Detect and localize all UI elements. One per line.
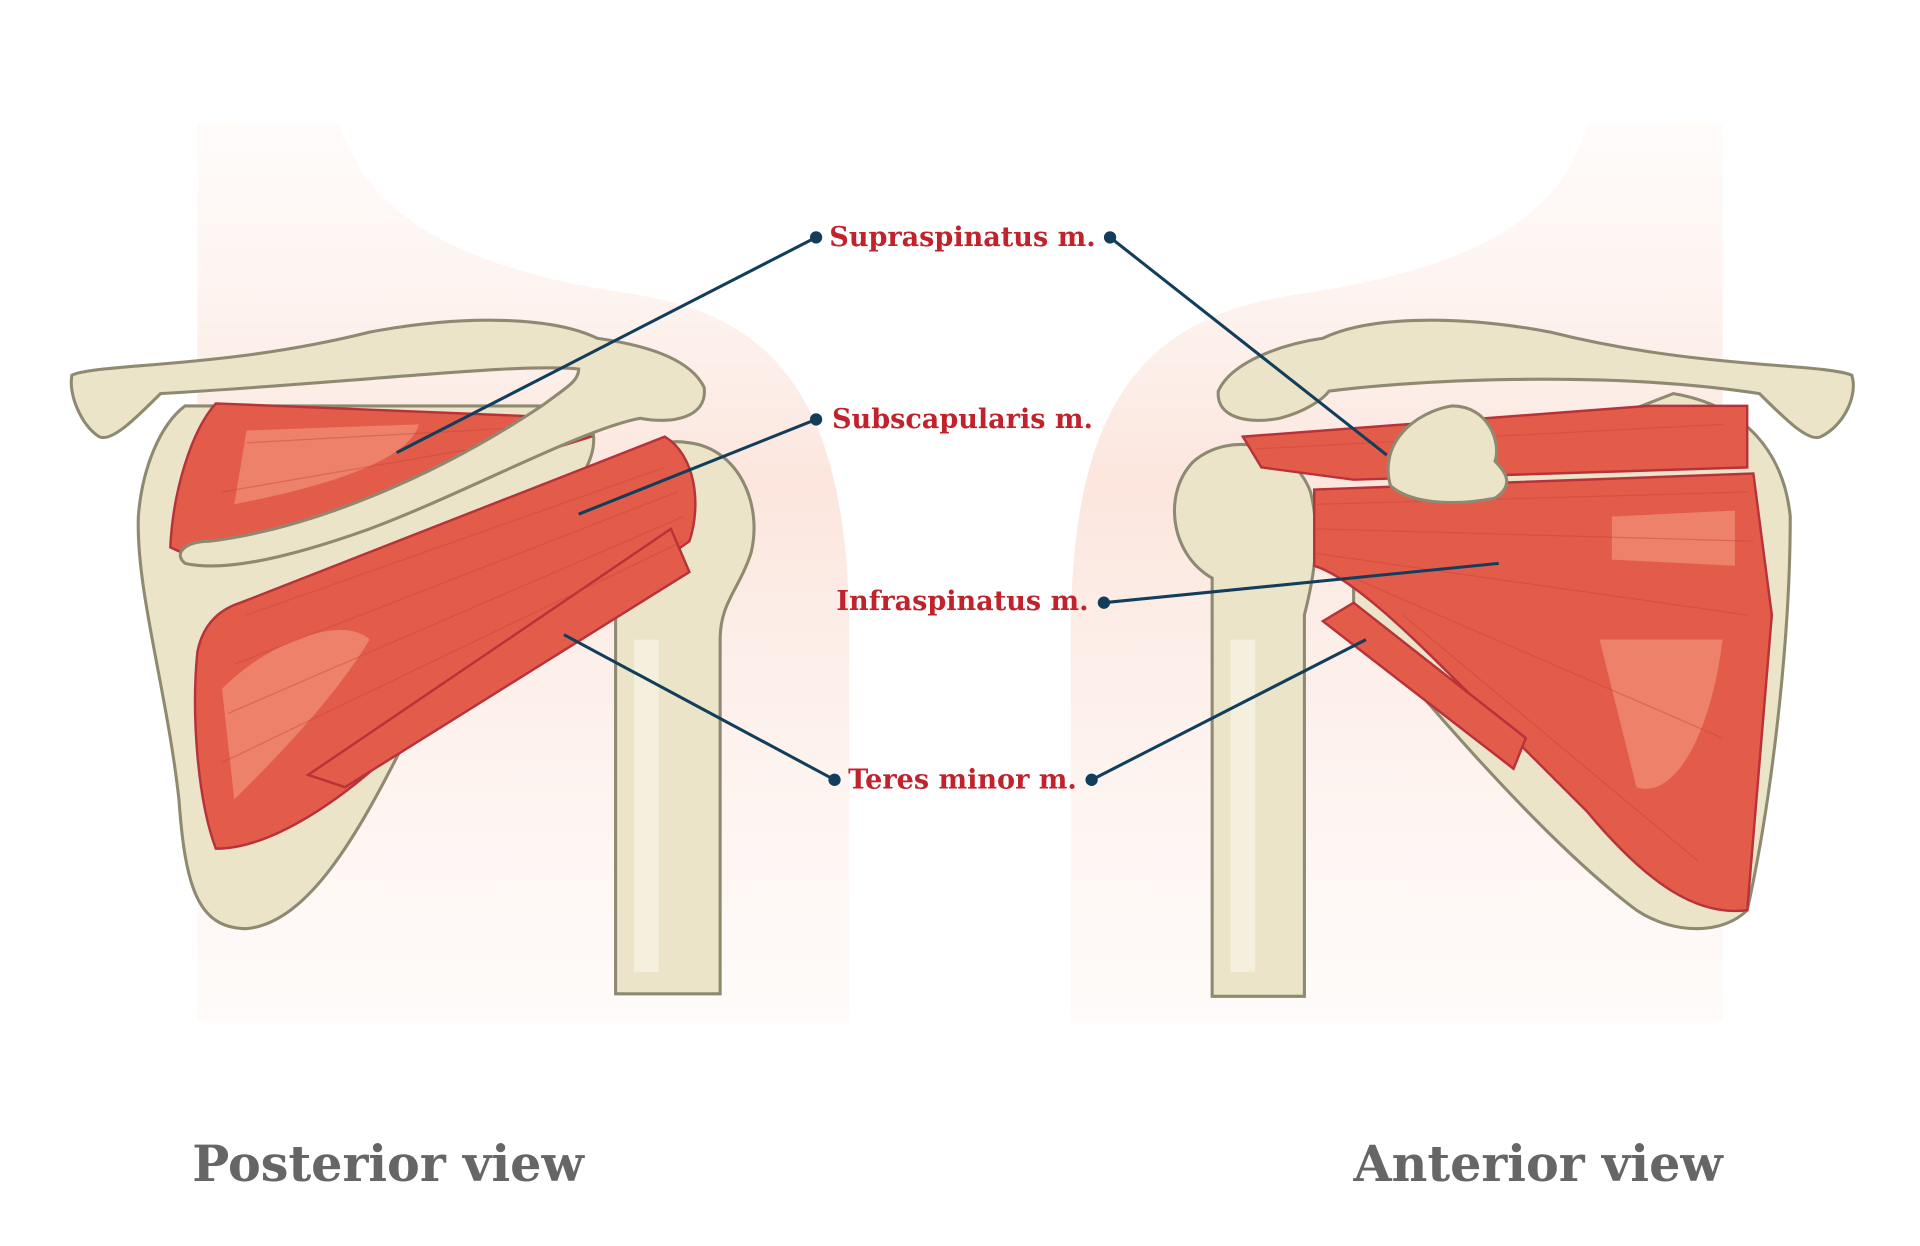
posterior-shoulder-illustration [69,318,756,996]
anterior-teres-minor-muscle [1320,601,1528,771]
label-supraspinatus: Supraspinatus m. [829,222,1095,253]
posterior-teres-minor-muscle [305,527,691,789]
anterior-coracoid-process [1386,404,1509,504]
anterior-view-title: Anterior view [1352,1135,1724,1193]
label-teres-minor: Teres minor m. [848,764,1077,795]
leader-lines [395,231,1499,786]
label-subscapularis: Subscapularis m. [832,404,1093,435]
posterior-view-title: Posterior view [192,1135,585,1193]
anterior-subscapularis-muscle [1313,472,1774,913]
anterior-shoulder-illustration [1173,318,1855,998]
anterior-clavicle-coracoid [1216,318,1855,440]
posterior-infraspinatus-muscle [193,435,697,850]
posterior-clavicle-spine [69,318,706,568]
label-infraspinatus: Infraspinatus m. [836,586,1088,617]
